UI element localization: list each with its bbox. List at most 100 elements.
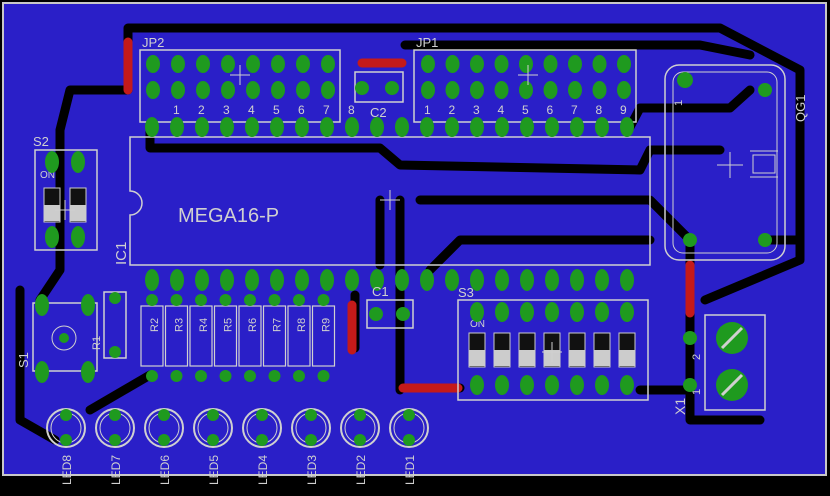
ic-pin-bottom bbox=[595, 269, 609, 291]
jp2-pin-number: 1 bbox=[173, 103, 180, 117]
jp1-pin-number: 1 bbox=[424, 103, 431, 117]
dip-pad bbox=[595, 302, 609, 322]
resistor-pad bbox=[195, 294, 207, 306]
mcu-label: MEGA16-P bbox=[178, 205, 279, 227]
resistor-pad bbox=[293, 370, 305, 382]
led-label: LED7 bbox=[109, 455, 123, 485]
ic-pin-bottom bbox=[345, 269, 359, 291]
led-label: LED8 bbox=[60, 455, 74, 485]
ic-pin-top bbox=[295, 117, 309, 137]
jp1-label: JP1 bbox=[416, 35, 438, 50]
dip-pad bbox=[545, 375, 559, 395]
led-pad bbox=[305, 409, 317, 421]
capacitor-c1: C1 bbox=[366, 284, 414, 329]
jp2-pad bbox=[271, 81, 285, 99]
led-pad bbox=[109, 434, 121, 446]
ic-pin-bottom bbox=[620, 269, 634, 291]
ic-pin-top bbox=[445, 117, 459, 137]
ic-pin-top bbox=[370, 117, 384, 137]
jp2-pin-number: 6 bbox=[298, 103, 305, 117]
jp1-pad bbox=[445, 55, 460, 73]
led-label: LED4 bbox=[256, 455, 270, 485]
jp1-pad bbox=[568, 81, 582, 99]
led-pad bbox=[354, 434, 366, 446]
ic-pin-top bbox=[545, 117, 559, 137]
led-label: LED1 bbox=[403, 455, 417, 485]
led-pad bbox=[60, 434, 72, 446]
jp1-pad bbox=[543, 81, 558, 99]
resistor-pad bbox=[170, 294, 183, 306]
led-label: LED2 bbox=[354, 455, 368, 485]
resistor-pad bbox=[293, 294, 305, 306]
s3-label: S3 bbox=[458, 285, 474, 300]
x1-pin2-label: 2 bbox=[691, 354, 703, 360]
led-pad bbox=[256, 409, 268, 421]
jp1-pin-number: 3 bbox=[473, 103, 480, 117]
jp2-pad bbox=[146, 81, 160, 99]
dip-pad bbox=[520, 302, 534, 322]
dip-pad bbox=[495, 302, 509, 322]
dip-pad bbox=[470, 375, 484, 395]
resistor-r1: R1 bbox=[91, 291, 127, 359]
dip-pad bbox=[545, 302, 559, 322]
led-pad bbox=[403, 434, 415, 446]
jp1-pad bbox=[470, 81, 484, 99]
jp1-pin-number: 8 bbox=[596, 103, 603, 117]
led-pad bbox=[60, 409, 72, 421]
ic-pin-top bbox=[195, 117, 209, 137]
jp1-pad bbox=[421, 55, 435, 73]
ic-pin-top bbox=[520, 117, 534, 137]
terminal-x1: 2 1 X1 bbox=[672, 314, 766, 415]
dip-toggle-knob bbox=[619, 350, 635, 366]
s2-on-label: ON bbox=[40, 170, 55, 181]
jp2-pin-number: 4 bbox=[248, 103, 255, 117]
jp2-pad bbox=[196, 81, 210, 99]
jp1-pin-number: 4 bbox=[498, 103, 505, 117]
switch-s1: S1 bbox=[16, 294, 98, 383]
jp2-pad bbox=[246, 81, 260, 99]
qg1-label: QG1 bbox=[793, 95, 808, 122]
c2-label: C2 bbox=[370, 105, 387, 120]
ic-pin-bottom bbox=[570, 269, 584, 291]
resistor-pad bbox=[170, 370, 183, 382]
ic-pin-bottom bbox=[320, 269, 334, 291]
dip-toggle-knob bbox=[469, 350, 485, 366]
ic-pin-top bbox=[420, 117, 434, 137]
led-pad bbox=[207, 409, 219, 421]
ic-pin-bottom bbox=[295, 269, 309, 291]
ic-pin-bottom bbox=[220, 269, 234, 291]
jp2-pad bbox=[321, 55, 335, 73]
switch-s2: S2 ON bbox=[33, 134, 98, 251]
led-pad bbox=[354, 409, 366, 421]
ic1-chip: MEGA16-P IC1 bbox=[113, 117, 651, 291]
oscillator-qg1: 1 QG1 bbox=[664, 64, 808, 261]
ic-pin-bottom bbox=[395, 269, 409, 291]
jp2-pad bbox=[171, 55, 185, 73]
jp2-pin-number: 8 bbox=[348, 103, 355, 117]
resistor-label: R8 bbox=[296, 318, 308, 332]
dip-toggle-knob bbox=[494, 350, 510, 366]
jp2-pin-number: 7 bbox=[323, 103, 330, 117]
s2-label: S2 bbox=[33, 134, 49, 149]
led-pad bbox=[109, 409, 121, 421]
ic-pin-top bbox=[145, 117, 159, 137]
jp1-pad bbox=[470, 55, 484, 73]
resistor-pad bbox=[317, 370, 330, 382]
jp2-pad bbox=[221, 55, 235, 73]
dip-toggle-knob bbox=[594, 350, 610, 366]
capacitor-c2: C2 bbox=[354, 71, 404, 120]
ic-pin-bottom bbox=[420, 269, 434, 291]
jp1-pad bbox=[592, 81, 607, 99]
jp2-label: JP2 bbox=[142, 35, 164, 50]
jp1-pad bbox=[494, 55, 509, 73]
ic-pin-top bbox=[595, 117, 609, 137]
led-label: LED6 bbox=[158, 455, 172, 485]
resistor-label: R7 bbox=[272, 318, 284, 332]
jp1-pad bbox=[519, 81, 533, 99]
resistor-label: R5 bbox=[223, 318, 235, 332]
jp1-pin-number: 2 bbox=[449, 103, 456, 117]
